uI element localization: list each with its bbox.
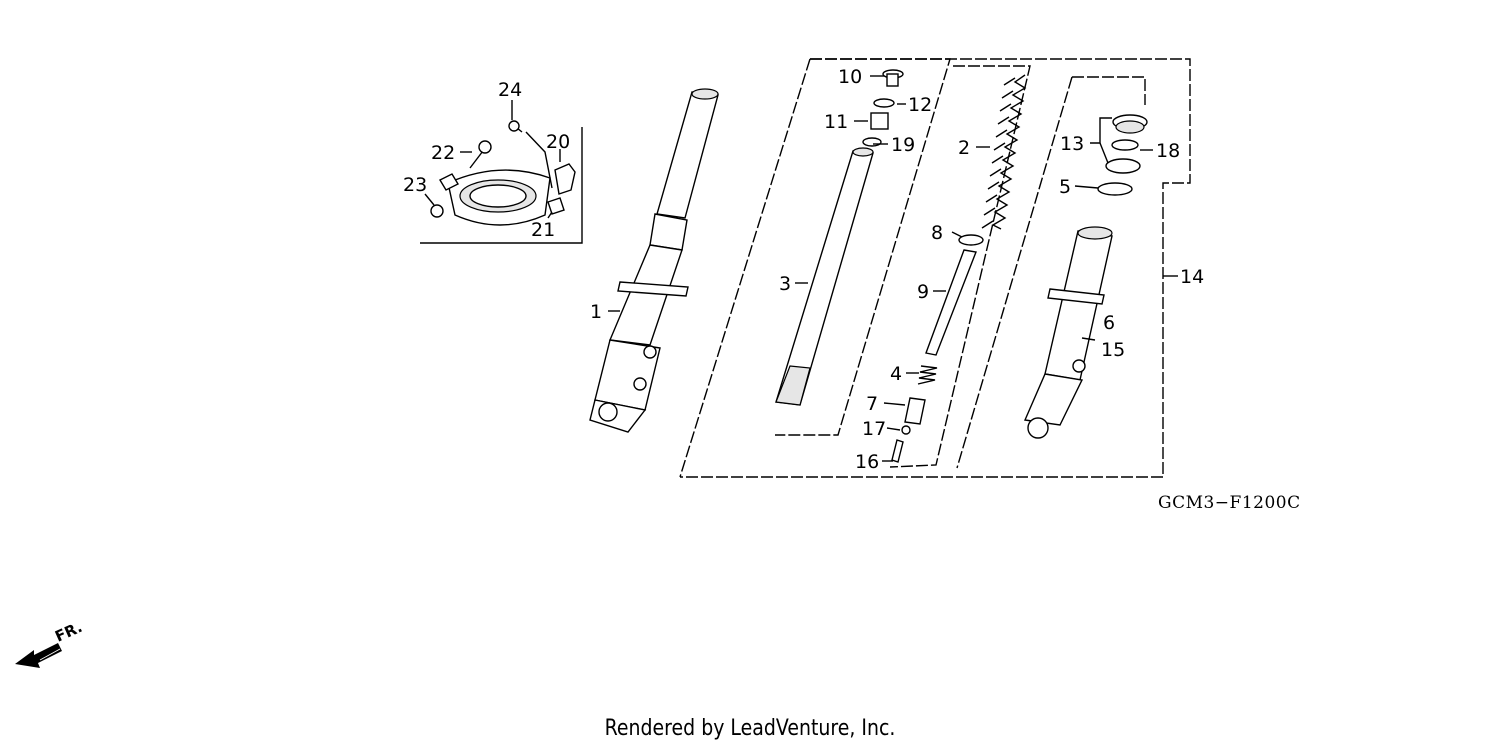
callout-3[interactable]: 3 xyxy=(779,273,791,295)
callout-6[interactable]: 6 xyxy=(1103,312,1115,334)
callout-7[interactable]: 7 xyxy=(866,393,878,415)
diagram-code: GCM3−F1200C xyxy=(1158,493,1301,513)
footer-credit: Rendered by LeadVenture, Inc. xyxy=(604,716,896,741)
callout-11[interactable]: 11 xyxy=(824,111,848,133)
fork-pipe-group xyxy=(679,58,951,478)
callout-5[interactable]: 5 xyxy=(1059,176,1071,198)
callout-19[interactable]: 19 xyxy=(891,134,915,156)
callout-12[interactable]: 12 xyxy=(908,94,932,116)
callout-10[interactable]: 10 xyxy=(838,66,862,88)
callout-1[interactable]: 1 xyxy=(590,301,602,323)
front-label: FR. xyxy=(52,618,85,646)
callout-2[interactable]: 2 xyxy=(958,137,970,159)
outer-tube-group xyxy=(680,58,1191,478)
callout-labels: 1 2 3 4 5 6 7 8 9 10 11 12 13 14 15 16 1… xyxy=(403,66,1204,473)
callout-8[interactable]: 8 xyxy=(931,222,943,244)
callout-16[interactable]: 16 xyxy=(855,451,879,473)
front-arrow-icon: FR. xyxy=(15,618,85,668)
callout-15[interactable]: 15 xyxy=(1101,339,1125,361)
callout-17[interactable]: 17 xyxy=(862,418,886,440)
callout-22[interactable]: 22 xyxy=(431,142,455,164)
callout-20[interactable]: 20 xyxy=(546,131,570,153)
fork-bracket-group xyxy=(420,120,583,244)
callout-18[interactable]: 18 xyxy=(1156,140,1180,162)
callout-14[interactable]: 14 xyxy=(1180,266,1204,288)
callout-23[interactable]: 23 xyxy=(403,174,427,196)
leader-lines xyxy=(424,75,1178,462)
callout-13[interactable]: 13 xyxy=(1060,133,1084,155)
damper-group xyxy=(889,65,1031,468)
callout-9[interactable]: 9 xyxy=(917,281,929,303)
callout-24[interactable]: 24 xyxy=(498,79,522,101)
fork-assembly-1 xyxy=(589,88,719,433)
callout-21[interactable]: 21 xyxy=(531,219,555,241)
callout-4[interactable]: 4 xyxy=(890,363,902,385)
